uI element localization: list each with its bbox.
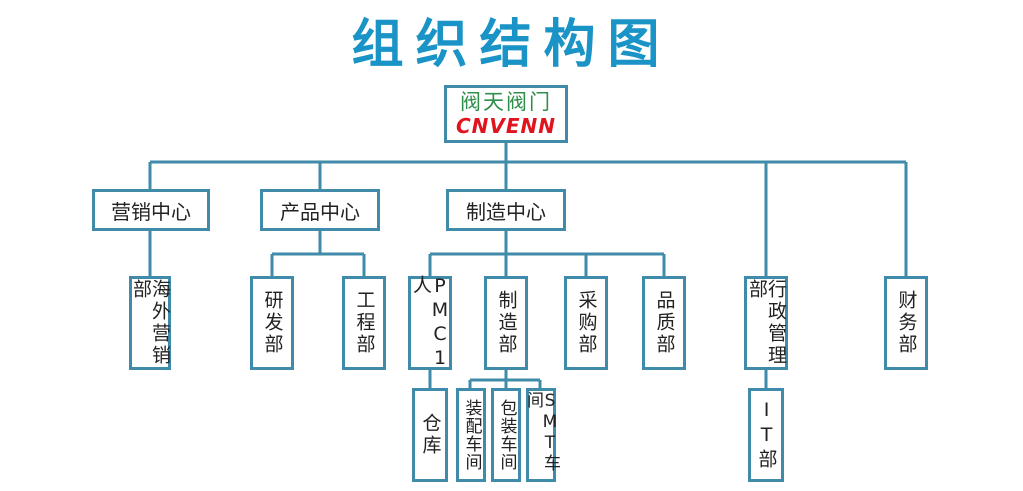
quality-dept-box: 品质部 — [642, 276, 686, 370]
warehouse-box: 仓库 — [412, 388, 448, 482]
marketing-center-box: 营销中心 — [92, 189, 210, 231]
page-title: 组织结构图 — [351, 14, 672, 75]
company-logo-chinese: 阀天阀门 — [460, 90, 552, 115]
finance-dept-box: 财务部 — [884, 276, 928, 370]
smt-workshop-box: SMT车间 — [523, 388, 560, 482]
administration-dept-box: 行政管理部 — [744, 276, 788, 370]
manufacturing-dept-box: 制造部 — [484, 276, 528, 370]
company-logo-box: 阀天阀门 CNVENN — [444, 85, 568, 143]
it-dept-box: IT部 — [748, 388, 784, 482]
manufacturing-center-box: 制造中心 — [446, 189, 566, 231]
product-center-box: 产品中心 — [260, 189, 380, 231]
packaging-workshop-box: 包装车间 — [491, 388, 521, 482]
purchasing-dept-box: 采购部 — [564, 276, 608, 370]
company-logo-english: CNVENN — [455, 113, 557, 138]
engineering-dept-box: 工程部 — [342, 276, 386, 370]
pmc-dept-box: PMC1人 — [408, 275, 452, 371]
overseas-marketing-dept-box: 海外营销部 — [129, 276, 171, 370]
assembly-workshop-box: 装配车间 — [456, 388, 486, 482]
rnd-dept-box: 研发部 — [250, 276, 294, 370]
